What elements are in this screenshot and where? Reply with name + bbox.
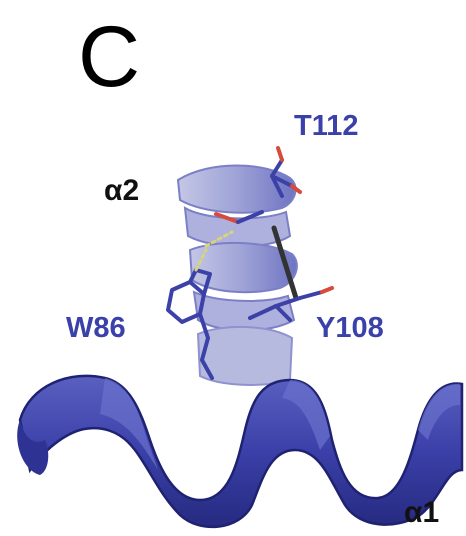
panel-letter: C — [78, 9, 141, 105]
alpha1-helix — [17, 374, 464, 529]
residue-label-w86: W86 — [66, 312, 126, 344]
helix-label-alpha1: α1 — [404, 496, 440, 529]
helix-label-alpha2: α2 — [104, 174, 140, 207]
residue-label-y108: Y108 — [316, 312, 384, 344]
alpha2-helix — [176, 164, 298, 386]
side-chains — [166, 146, 334, 380]
residue-label-t112: T112 — [294, 110, 359, 142]
